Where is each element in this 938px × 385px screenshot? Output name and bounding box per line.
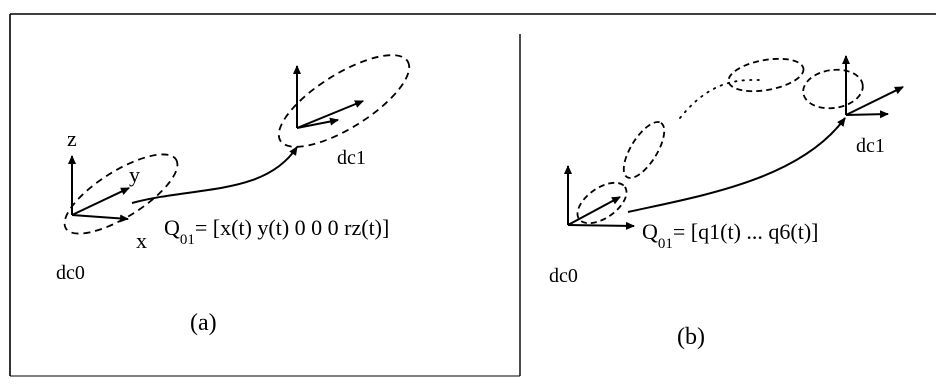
trajectory-b bbox=[627, 117, 846, 213]
caption-b: (b) bbox=[677, 324, 705, 350]
axis-label-z: z bbox=[67, 126, 77, 151]
frame-dc1-b bbox=[842, 55, 904, 119]
trajectory-a bbox=[131, 146, 298, 204]
ellipse-dc1-a bbox=[277, 54, 411, 148]
axis-label-x: x bbox=[136, 228, 147, 253]
caption-a: (a) bbox=[190, 310, 217, 336]
frame-dc0-a bbox=[68, 155, 130, 223]
frame-label-dc0-b: dc0 bbox=[549, 265, 578, 287]
ellipse-mid1-b bbox=[622, 121, 666, 179]
frame-label-dc1-b: dc1 bbox=[856, 135, 885, 157]
frame-dc0-b bbox=[564, 165, 635, 230]
ellipse-dc1-b bbox=[802, 68, 864, 110]
figure-border bbox=[9, 13, 936, 377]
equation-a: Q01= [x(t) y(t) 0 0 0 rz(t)] bbox=[164, 215, 389, 248]
frame-dc1-a bbox=[293, 65, 364, 129]
ellipse-dc0-b bbox=[576, 181, 628, 225]
frame-label-dc0-a: dc0 bbox=[56, 262, 85, 284]
ellipse-dc0-a bbox=[63, 153, 179, 235]
axis-label-y: y bbox=[129, 162, 140, 187]
frame-label-dc1-a: dc1 bbox=[337, 147, 366, 169]
panel-a: z y x dc0 dc1 Q01= [x(t) y(t) 0 0 0 rz(t… bbox=[56, 54, 411, 336]
equation-b: Q01= [q1(t) ... q6(t)] bbox=[642, 219, 818, 252]
dotted-path-b bbox=[679, 79, 760, 119]
ellipse-mid2-b bbox=[727, 57, 805, 93]
panel-b: dc0 dc1 Q01= [q1(t) ... q6(t)] (b) bbox=[549, 55, 904, 350]
